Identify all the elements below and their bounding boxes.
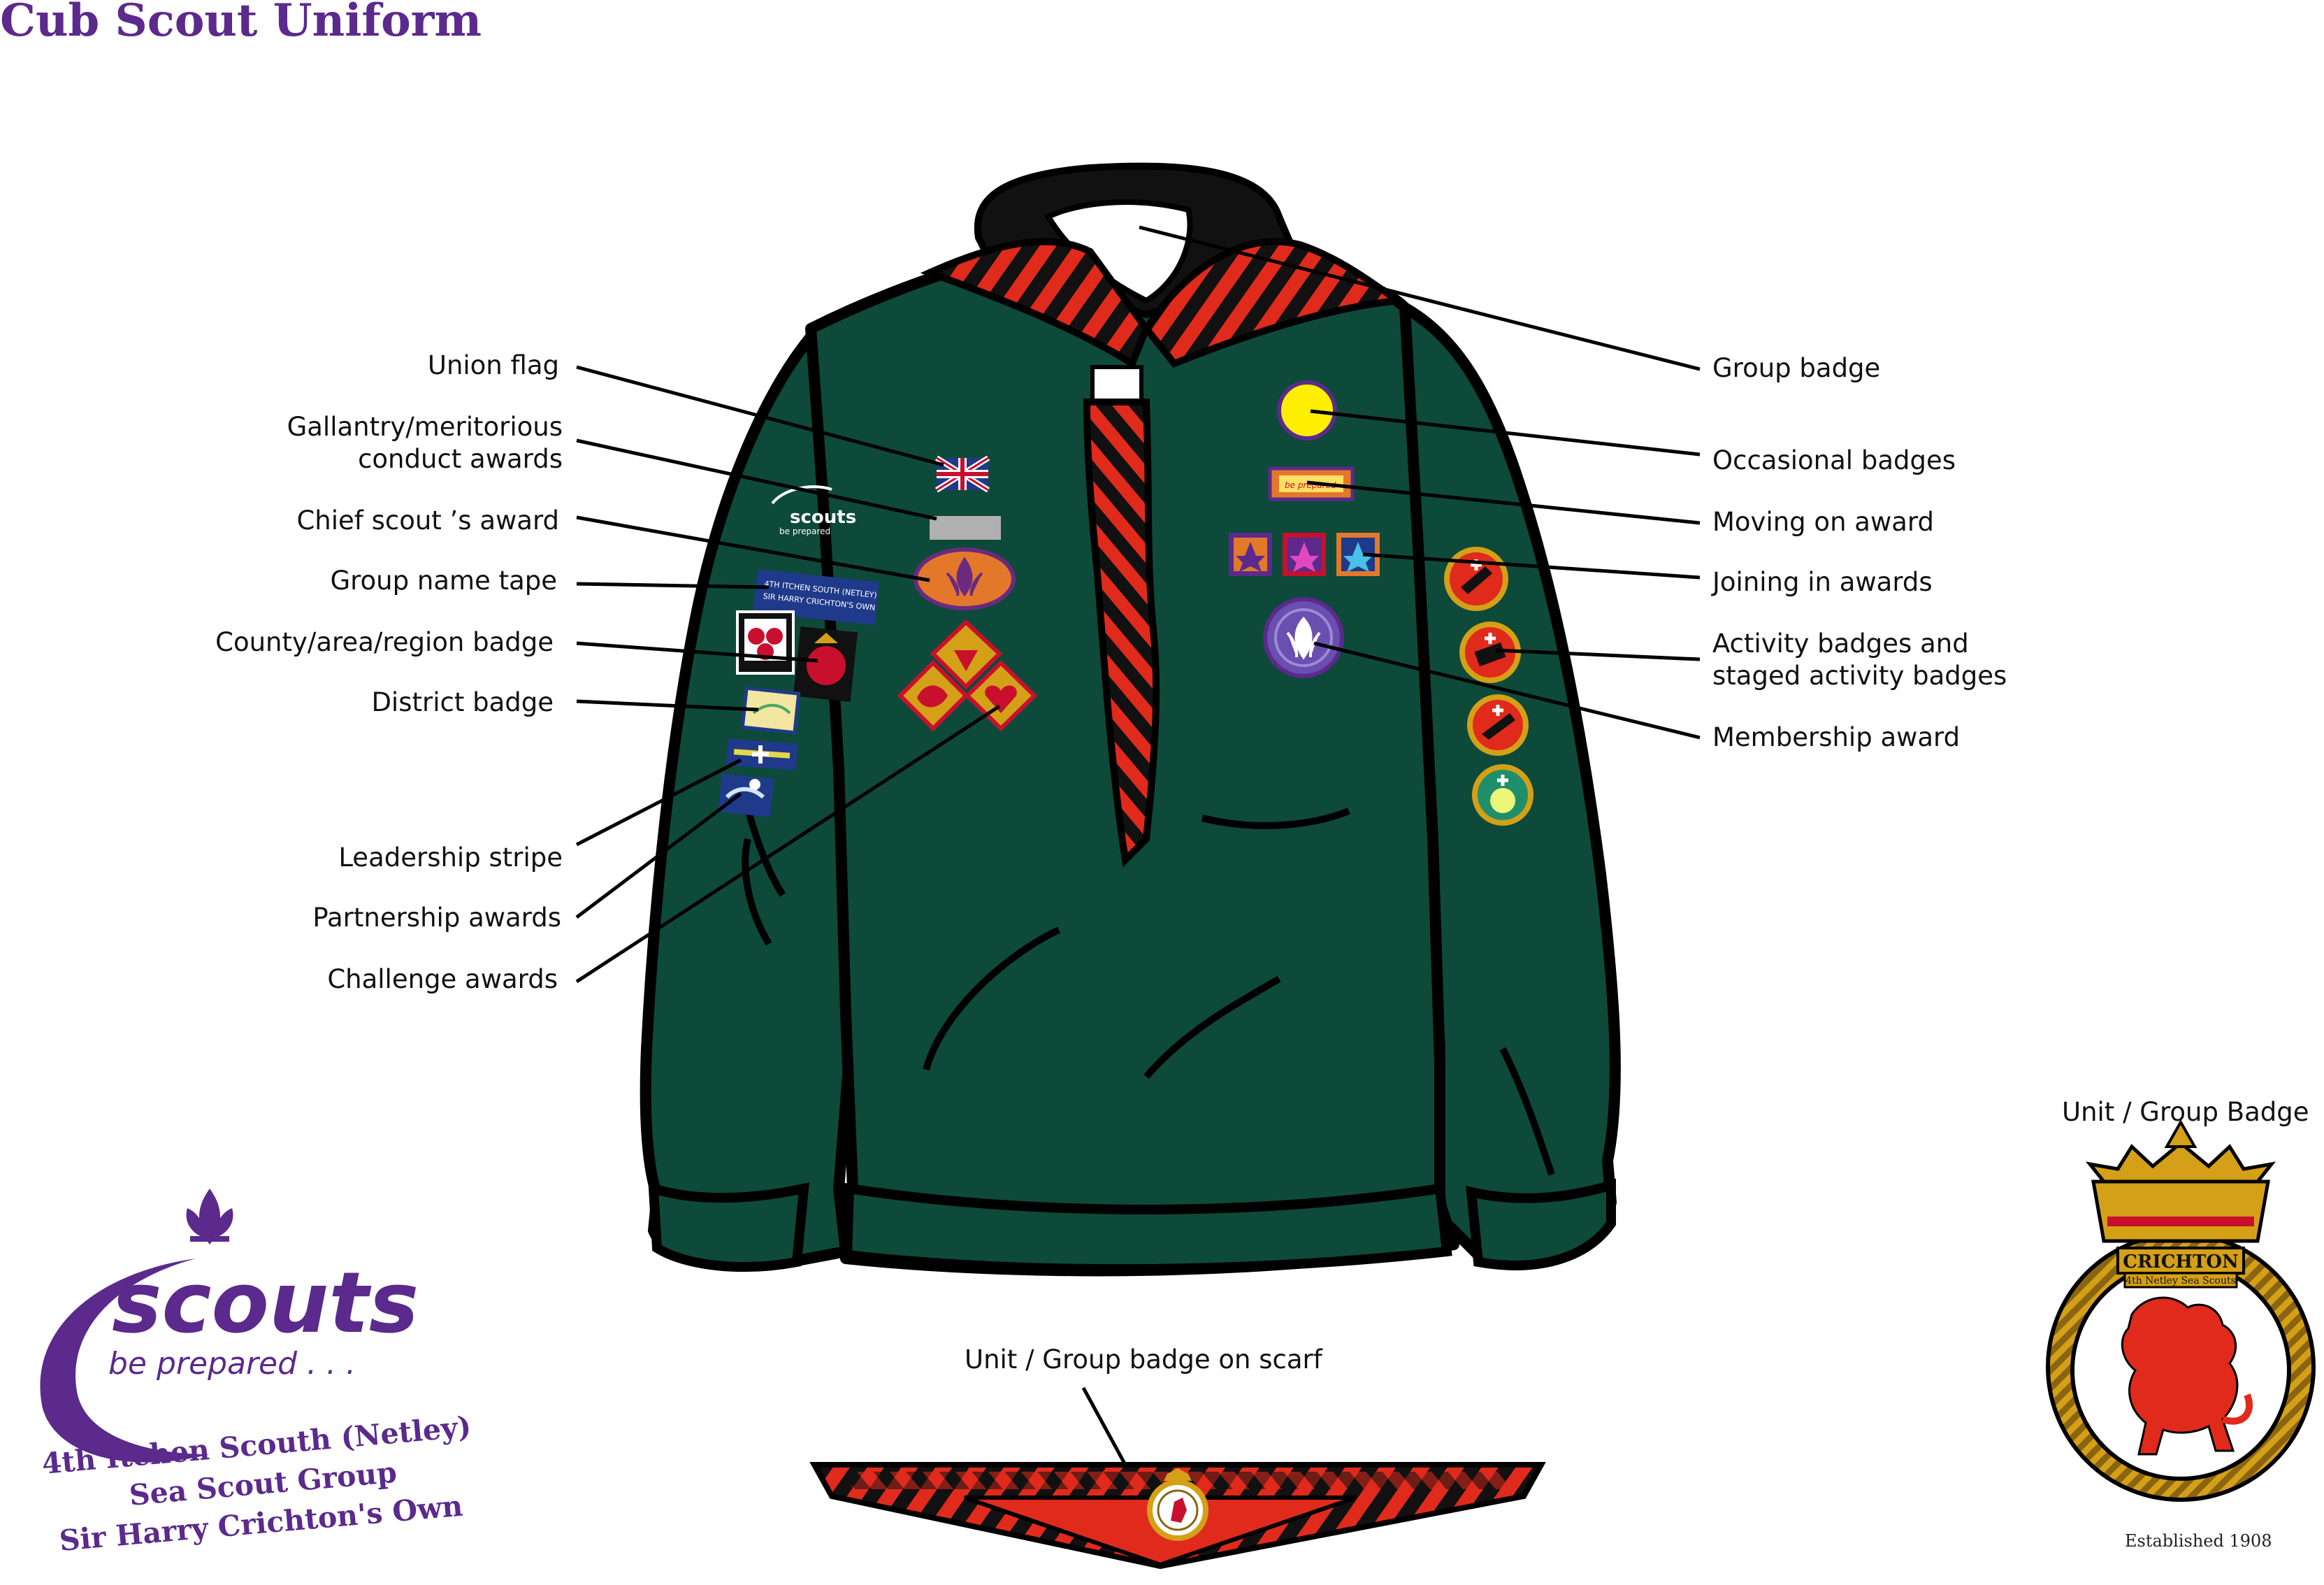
- membership-award-badge: [1263, 597, 1344, 678]
- activity-badge-4: [1472, 764, 1533, 826]
- line-membership: [1313, 641, 1701, 740]
- label-occasional-badges: Occasional badges: [1712, 445, 1956, 475]
- waistband: [842, 1182, 1452, 1275]
- sleeve-tagline: be prepared: [779, 526, 830, 536]
- joining-in-award-badges: [1229, 533, 1380, 576]
- line-name-tape: [576, 582, 770, 589]
- line-county: [576, 641, 818, 663]
- scarf-flat: [809, 1462, 1546, 1570]
- label-challenge-awards: Challenge awards: [327, 964, 558, 994]
- logo-swoosh: [40, 1258, 210, 1463]
- line-activity: [1495, 648, 1701, 661]
- lion-icon: [2121, 1296, 2253, 1456]
- label-activity-line1: Activity badges and: [1712, 629, 1969, 659]
- label-joining-in-awards: Joining in awards: [1712, 567, 1933, 597]
- line-gallantry: [576, 438, 937, 521]
- line-joining-in: [1362, 552, 1701, 580]
- label-chief-scout: Chief scout ’s award: [296, 505, 559, 536]
- line-partnership: [575, 792, 742, 919]
- line-occasional: [1310, 409, 1701, 457]
- label-gallantry-line1: Gallantry/meritorious: [287, 412, 563, 442]
- left-badges: scouts be prepared 4TH ITCHEN SOUTH (NET…: [718, 455, 1038, 817]
- crest-name-plate: CRICHTON 4th Netley Sea Scouts: [2116, 1247, 2245, 1289]
- crest-established: Established 1908: [2125, 1531, 2272, 1551]
- challenge-award-badges: [897, 619, 1038, 732]
- occasional-badge: [1277, 380, 1337, 440]
- label-leadership-stripe: Leadership stripe: [338, 842, 563, 873]
- crest-crown: [2085, 1119, 2276, 1243]
- crest-heading: Unit / Group Badge: [2062, 1097, 2309, 1127]
- challenge-badge-2: [897, 659, 969, 732]
- scouts-logo: scouts be prepared . . .: [40, 1189, 419, 1463]
- left-cuff: [648, 1182, 809, 1272]
- activity-badge-3: [1467, 694, 1529, 756]
- line-group-badge: [1139, 225, 1701, 371]
- scarf-tail: [1083, 399, 1160, 868]
- line-moving-on: [1306, 480, 1701, 525]
- label-activity-line2: staged activity badges: [1712, 661, 2007, 691]
- county-badge: [736, 610, 795, 675]
- activity-badges: [1444, 547, 1533, 826]
- challenge-badge-3: [964, 659, 1038, 732]
- crest-subtitle: 4th Netley Sea Scouts: [2125, 1275, 2236, 1286]
- chief-scout-award-badge: [914, 547, 1016, 610]
- line-union-flag: [576, 365, 944, 467]
- label-union-flag: Union flag: [427, 350, 559, 380]
- label-membership-award: Membership award: [1712, 722, 1961, 752]
- label-scarf-badge: Unit / Group badge on scarf: [965, 1344, 1322, 1375]
- crest-name: CRICHTON: [2123, 1251, 2238, 1272]
- scarf-left-fold: [920, 238, 1150, 369]
- label-district-badge: District badge: [371, 687, 554, 717]
- activity-badge-1: [1444, 547, 1508, 611]
- logo-wordmark: scouts: [112, 1255, 419, 1352]
- right-badges: be prepared: [1229, 380, 1533, 826]
- fleur-de-lis-icon: [186, 1189, 233, 1245]
- sleeve-wordmark: scouts: [790, 507, 856, 528]
- line-chief-scout: [576, 515, 930, 582]
- partnership-award-badge: [718, 773, 774, 817]
- label-partnership-awards: Partnership awards: [312, 903, 561, 933]
- line-leadership: [575, 758, 742, 847]
- challenge-badge-1: [930, 619, 1003, 690]
- label-gallantry-line2: conduct awards: [358, 444, 563, 474]
- area-region-badge: [793, 626, 858, 703]
- scarf: [920, 162, 1408, 868]
- leadership-stripe-badge: [726, 738, 798, 770]
- scarf-badge: [1147, 1468, 1208, 1541]
- label-group-name-tape: Group name tape: [330, 566, 557, 596]
- label-county-badge: County/area/region badge: [215, 627, 554, 657]
- label-moving-on-award: Moving on award: [1712, 507, 1934, 537]
- union-flag-badge: [934, 455, 990, 493]
- gallantry-award-bar: [930, 516, 1001, 540]
- scarf-right-fold: [1141, 238, 1408, 368]
- unit-crest: CRICHTON 4th Netley Sea Scouts: [2046, 1119, 2316, 1502]
- line-challenge: [575, 704, 1001, 984]
- right-cuff: [1466, 1178, 1616, 1270]
- logo-tagline: be prepared . . .: [108, 1346, 356, 1382]
- label-group-badge: Group badge: [1712, 353, 1881, 383]
- page-title: Cub Scout Uniform: [0, 0, 482, 47]
- line-district: [576, 699, 759, 712]
